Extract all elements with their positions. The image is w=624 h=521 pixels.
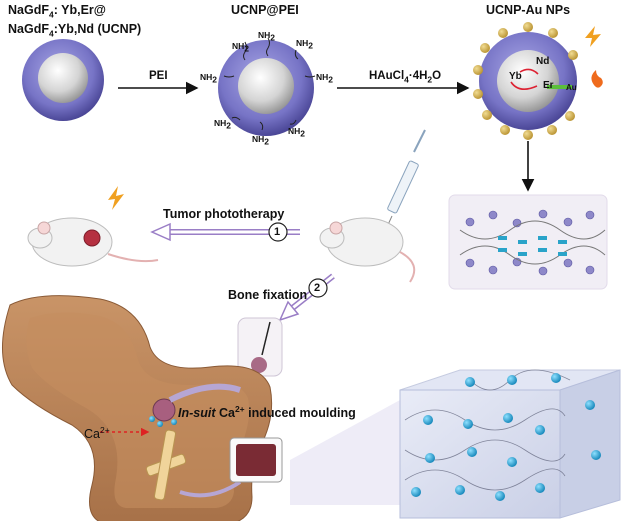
ucnp-particle (22, 39, 104, 121)
bone-fixation-arrow (278, 273, 335, 322)
hydrogel-network-card (448, 194, 608, 290)
nh2-label-3: NH2 (296, 38, 314, 51)
nh2-label-6: NH2 (214, 118, 232, 131)
ucnp-au-title: UCNP-Au NPs (486, 3, 571, 17)
yb-label: Yb (509, 71, 522, 82)
step-2-number: 2 (314, 282, 321, 294)
hauc-arrow-label: HAuCl4·4H2O (369, 69, 441, 86)
er-label: Er (543, 80, 554, 91)
phototherapy-arrow (150, 222, 300, 242)
nh2-label-7: NH2 (252, 134, 270, 147)
core-line2: NaGdF (8, 21, 49, 36)
ucnp-pei-title: UCNP@PEI (231, 3, 299, 17)
lightning-icon (108, 186, 124, 210)
nd-label: Nd (536, 56, 550, 67)
au-label: Au (566, 83, 577, 92)
insuit-italic: In-suit (178, 406, 216, 421)
core-line2-sub: 4 (48, 28, 54, 38)
lightning-icon (585, 26, 601, 47)
insuit-rest: induced moulding (244, 406, 356, 421)
network-box (290, 369, 621, 519)
core-line1-sub: 4 (48, 9, 54, 20)
hauc-sub2: 2 (427, 74, 433, 85)
mouse-treated-icon (27, 186, 159, 267)
ca-ion-label: Ca2+ (84, 425, 110, 442)
core-line1-rest: : Yb,Er@ (53, 3, 106, 17)
bone-fixation-label: Bone fixation (228, 288, 308, 302)
nh2-label-1: NH2 (232, 41, 250, 54)
gel-block-icon (229, 437, 283, 483)
core-composition-label: NaGdF4: Yb,Er@ NaGdF4:Yb,Nd (UCNP) (8, 3, 141, 40)
core-line2-rest: :Yb,Nd (UCNP) (53, 21, 142, 36)
ucnp-pei-particle (218, 37, 316, 136)
ucnp-au-particle (473, 22, 603, 140)
core-line1: NaGdF (8, 3, 49, 17)
syringe-icon (385, 129, 426, 230)
flame-icon (591, 70, 603, 88)
bone-illustration (2, 295, 273, 521)
hauc-sub: 4 (404, 74, 409, 85)
hauc-text: HAuCl (369, 70, 405, 82)
insuit-sup: 2+ (234, 404, 245, 414)
nh2-label-8: NH2 (288, 126, 306, 139)
insuit-moulding-label: In-suit Ca2+ induced moulding (178, 402, 356, 420)
hauc-rest2: O (432, 70, 442, 82)
pei-arrow-label: PEI (149, 70, 168, 82)
hauc-rest: ·4H (408, 70, 428, 82)
nh2-label-4: NH2 (200, 72, 218, 85)
tumor-phototherapy-label: Tumor phototherapy (163, 207, 285, 221)
insuit-ca: Ca (215, 406, 235, 421)
nh2-label-2: NH2 (258, 30, 276, 43)
nh2-label-5: NH2 (316, 72, 334, 85)
step-1-number: 1 (274, 226, 281, 238)
mouse-injected-icon (319, 217, 416, 283)
